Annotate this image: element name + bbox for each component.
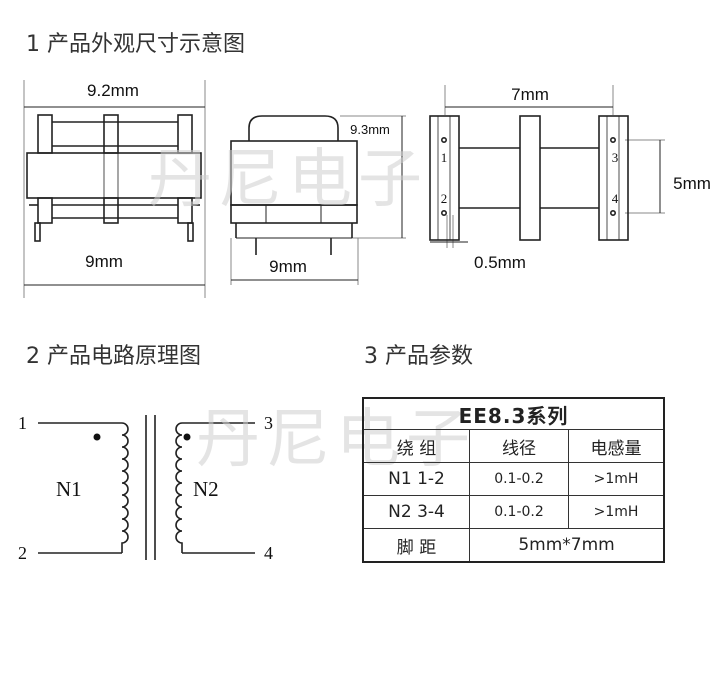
params-title: 3 产品参数 [364,344,473,369]
secondary-winding-label: N2 [193,477,219,501]
row-n1-inductance: >1mH [568,462,665,496]
bottom-pin-label-4: 4 [612,191,619,206]
table-row: N2 3-4 0.1-0.2 >1mH [362,495,665,529]
front-view [23,80,206,298]
params-table-title: EE8.3系列 [362,397,665,430]
row-n1-wire: 0.1-0.2 [469,462,569,496]
dim-pin-thickness: 0.5mm [474,253,526,272]
bottom-view [429,85,665,248]
dim-side-bottom-width: 9mm [269,257,307,276]
bottom-pin-label-2: 2 [441,191,448,206]
header-winding: 绕 组 [362,429,470,463]
primary-winding-label: N1 [56,477,82,501]
schematic-title: 2 产品电路原理图 [26,344,201,369]
table-row: 脚 距 5mm*7mm [362,528,665,563]
dim-pin-spacing: 5mm [673,174,711,193]
schematic-pin-2: 2 [18,543,27,563]
schematic-pin-1: 1 [18,413,27,433]
row-n1-winding: N1 1-2 [362,462,470,496]
pitch-label: 脚 距 [362,528,470,563]
header-inductance: 电感量 [568,429,665,463]
transformer-schematic [38,415,255,560]
dim-side-height: 9.3mm [350,122,390,137]
dimensions-title: 1 产品外观尺寸示意图 [26,32,245,57]
schematic-pin-3: 3 [264,413,273,433]
row-n2-inductance: >1mH [568,495,665,529]
dim-bottom-width: 7mm [511,85,549,104]
row-n2-winding: N2 3-4 [362,495,470,529]
table-row: N1 1-2 0.1-0.2 >1mH [362,462,665,496]
params-table: EE8.3系列 绕 组 线径 电感量 N1 1-2 0.1-0.2 >1mH N… [362,397,665,563]
schematic-pin-4: 4 [264,543,273,563]
header-wire: 线径 [469,429,569,463]
side-view [230,115,406,285]
dim-front-bottom-width: 9mm [85,252,123,271]
row-n2-wire: 0.1-0.2 [469,495,569,529]
params-header-row: 绕 组 线径 电感量 [362,429,665,463]
bottom-pin-label-3: 3 [612,150,619,165]
dim-front-top-width: 9.2mm [87,81,139,100]
bottom-pin-label-1: 1 [441,150,448,165]
pitch-value: 5mm*7mm [469,528,665,563]
